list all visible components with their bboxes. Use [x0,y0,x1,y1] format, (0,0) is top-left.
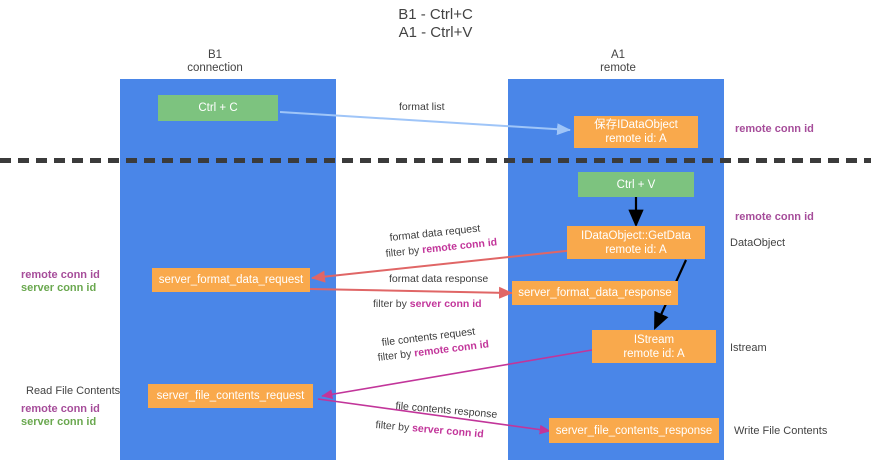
arrow-label-file-contents-response-filter: filter by server conn id [375,419,484,441]
box-store-idataobject[interactable]: 保存IDataObject remote id: A [574,116,698,148]
title-line-2: A1 - Ctrl+V [398,24,473,41]
side-label-right-istream: Istream [730,342,767,354]
box-ctrl-c-label: Ctrl + C [198,102,238,114]
box-istream[interactable]: IStream remote id: A [592,330,716,363]
box-ctrl-c[interactable]: Ctrl + C [158,95,278,121]
side-label-left-server-conn-id-mid: server conn id [21,282,97,294]
side-label-left-remote-conn-id-mid: remote conn id [21,269,100,281]
box-server-file-contents-request-label: server_file_contents_request [156,390,305,402]
side-label-left-remote-conn-id-bottom: remote conn id [21,403,100,415]
box-store-idataobject-line1: 保存IDataObject [594,119,678,131]
column-header-b1-sub: connection [187,62,243,74]
arrow-label-format-list: format list [399,101,445,113]
column-header-b1-name: B1 [207,49,223,61]
box-istream-line1: IStream [633,333,675,346]
side-label-right-remote-conn-id-top: remote conn id [735,123,814,135]
page-title: B1 - Ctrl+C A1 - Ctrl+V [0,6,871,42]
side-label-right-write-file-contents: Write File Contents [734,425,828,437]
title-line-1: B1 - Ctrl+C [398,6,473,23]
column-header-a1-sub: remote [600,62,636,74]
box-server-file-contents-response[interactable]: server_file_contents_response [549,418,719,443]
side-label-left-read-file-contents: Read File Contents [26,385,121,397]
box-server-format-data-request[interactable]: server_format_data_request [152,268,310,292]
column-header-a1-name: A1 [610,49,626,61]
box-idataobject-getdata-line2: remote id: A [605,243,667,256]
column-header-b1: B1 connection [155,49,275,75]
arrow-label-format-data-response-filter: filter by server conn id [373,298,482,311]
filter-prefix: filter by [374,419,413,435]
box-server-format-data-response[interactable]: server_format_data_response [512,281,678,305]
column-header-a1: A1 remote [558,49,678,75]
box-idataobject-getdata[interactable]: IDataObject::GetData remote id: A [567,226,705,259]
filter-prefix: filter by [373,298,410,310]
box-server-format-data-request-label: server_format_data_request [158,274,304,286]
box-istream-line2: remote id: A [623,347,685,360]
side-label-right-remote-conn-id-mid: remote conn id [735,211,814,223]
arrow-label-file-contents-response: file contents response [394,400,498,421]
filter-key-server-conn-id: server conn id [409,298,482,310]
filter-key-server-conn-id: server conn id [411,422,485,441]
box-server-file-contents-request[interactable]: server_file_contents_request [148,384,313,408]
phase-separator [0,158,871,163]
side-label-left-server-conn-id-bottom: server conn id [21,416,97,428]
side-label-right-dataobject: DataObject [730,237,786,249]
box-server-format-data-response-label: server_format_data_response [518,287,672,299]
box-ctrl-v[interactable]: Ctrl + V [578,172,694,197]
arrow-label-format-data-response: format data response [389,273,489,285]
box-store-idataobject-line2: remote id: A [605,133,667,145]
box-ctrl-v-label: Ctrl + V [616,178,656,191]
box-server-file-contents-response-label: server_file_contents_response [555,424,713,437]
filter-prefix: filter by [377,347,415,364]
filter-prefix: filter by [385,244,423,260]
box-idataobject-getdata-line1: IDataObject::GetData [581,229,691,242]
